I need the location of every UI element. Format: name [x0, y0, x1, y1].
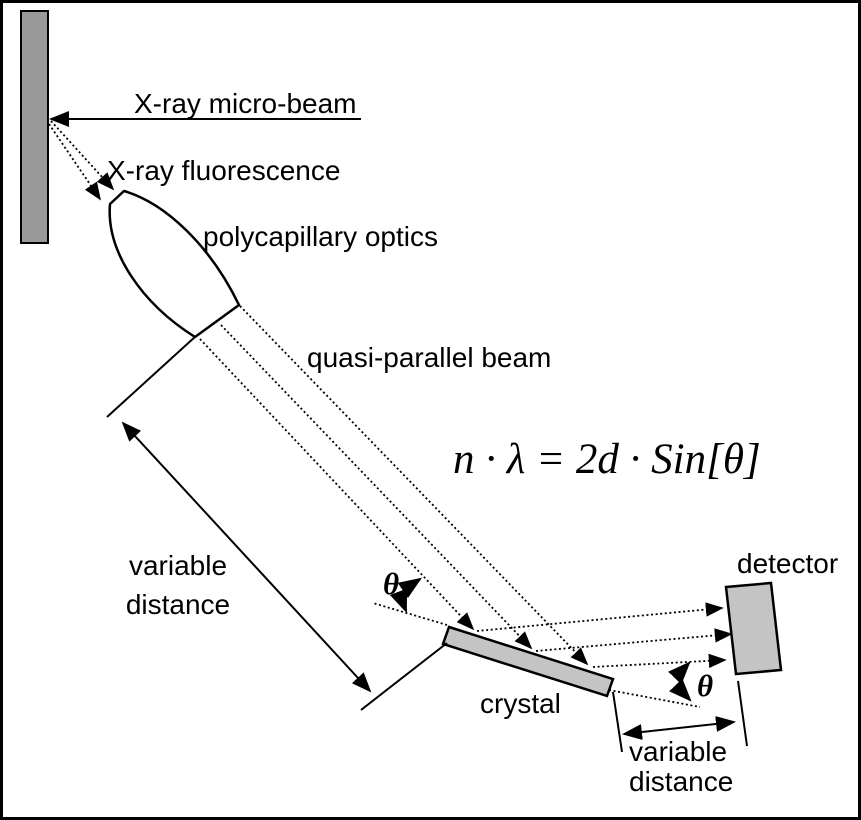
variable-distance-left-line1: variable: [128, 550, 228, 581]
quasi-parallel-beam-label: quasi-parallel beam: [307, 342, 552, 373]
variable-distance-right-dimension: [612, 680, 748, 753]
variable-distance-right-line2: distance: [629, 766, 734, 797]
theta-crystal-label: θ: [383, 566, 400, 601]
variable-distance-right-line1: variable: [629, 736, 728, 767]
crystal-shape: [441, 625, 615, 698]
diffracted-beam-rays: [476, 602, 733, 669]
xray-micro-beam-label: X-ray micro-beam: [134, 88, 357, 119]
sample-bar: [20, 10, 49, 244]
variable-distance-right-label: variable distance: [629, 737, 733, 797]
bragg-equation: n · λ = 2d · Sin[θ]: [453, 436, 761, 483]
theta-arc-detector: [668, 661, 692, 702]
detector-label: detector: [737, 548, 839, 579]
polycapillary-optics-label: polycapillary optics: [203, 221, 438, 252]
theta-detector-label: θ: [697, 668, 714, 703]
crystal-plane-extension-lines: [372, 602, 701, 708]
polycapillary-optics-shape: [108, 189, 241, 339]
variable-distance-left-dimension: [106, 335, 448, 711]
xray-fluorescence-label: X-ray fluorescence: [107, 155, 341, 186]
variable-distance-left-label: variable distance: [113, 546, 243, 624]
theta-arc-crystal: [389, 577, 422, 614]
xray-fluorescence-rays: [48, 120, 115, 201]
diagram-artwork: [20, 10, 783, 753]
variable-distance-left-line2: distance: [125, 589, 231, 620]
crystal-label: crystal: [480, 688, 561, 719]
detector-shape: [724, 581, 783, 676]
